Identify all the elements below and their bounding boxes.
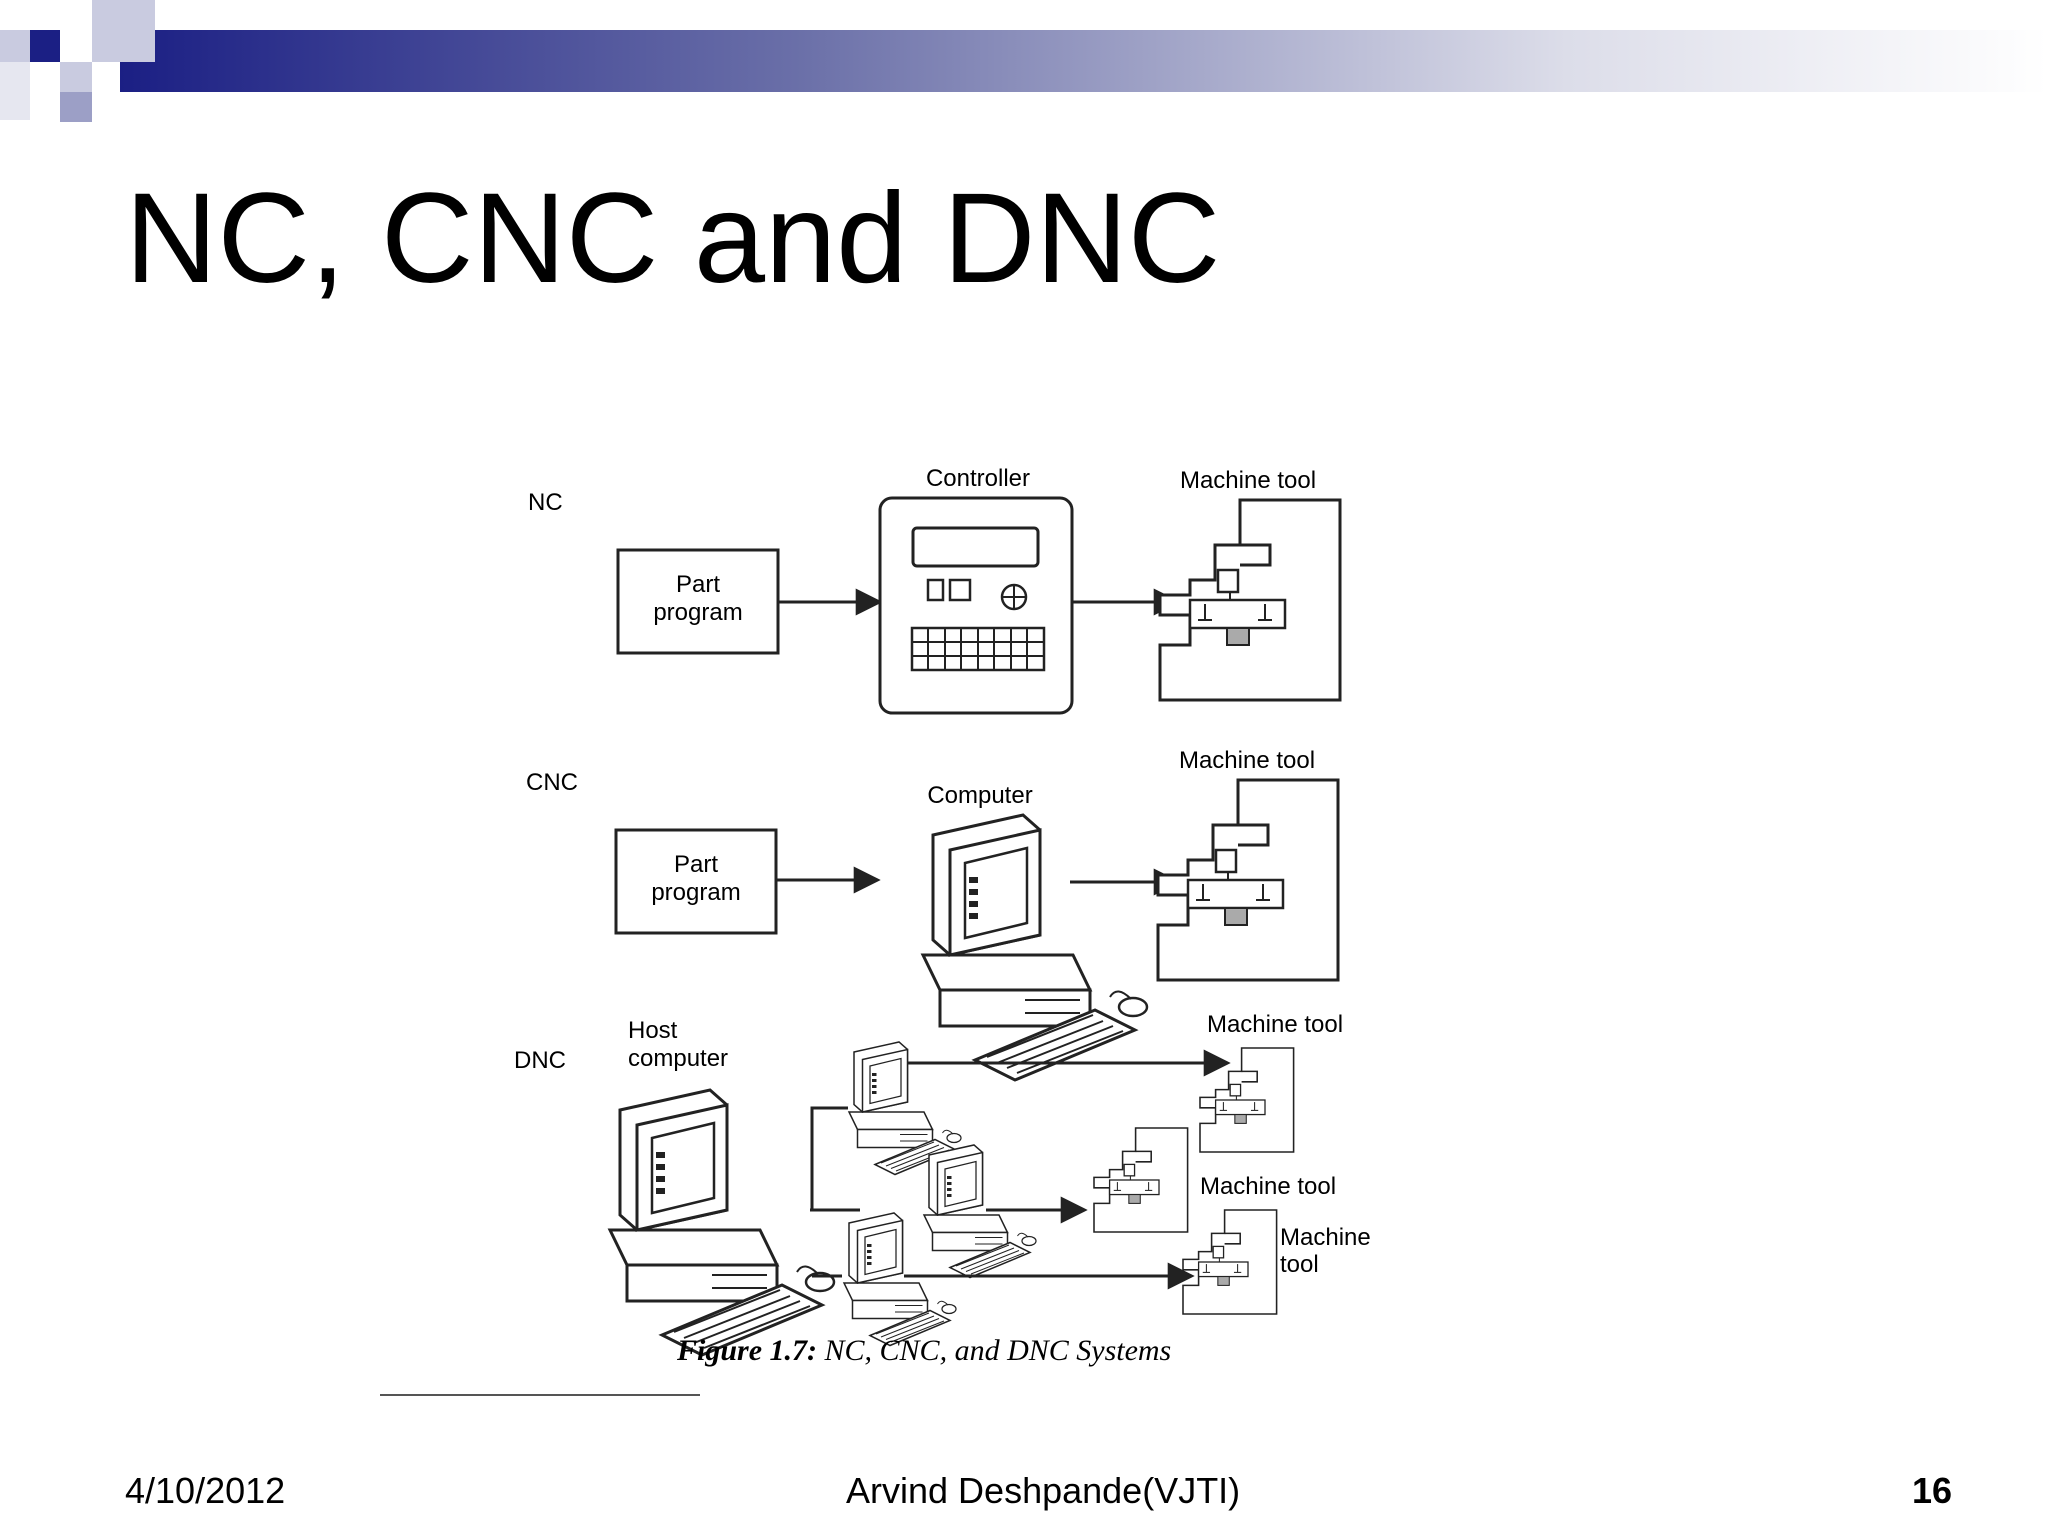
footer-author: Arvind Deshpande(VJTI) xyxy=(846,1470,1241,1511)
nc-part-program-box xyxy=(616,548,780,655)
cnc-machine-tool-icon xyxy=(1156,778,1340,982)
dnc-network-lines xyxy=(810,1106,860,1278)
nc-cnc-dnc-figure: NC Part program Controller Machine tool … xyxy=(340,410,1620,1410)
cnc-computer-label: Computer xyxy=(927,782,1032,809)
dnc-host-line2: computer xyxy=(628,1045,728,1072)
nc-part-program-line2: program xyxy=(653,599,742,626)
dnc-machine-tool-2-label: Machine tool xyxy=(1200,1173,1336,1200)
cnc-computer-icon xyxy=(921,813,1149,1082)
figure-caption-text: NC, CNC, and DNC Systems xyxy=(817,1334,1171,1367)
slide-title: NC, CNC and DNC xyxy=(125,167,1221,310)
figure-caption: Figure 1.7: NC, CNC, and DNC Systems xyxy=(676,1334,1171,1367)
cnc-part-program-line2: program xyxy=(651,879,740,906)
footer-date: 4/10/2012 xyxy=(125,1470,286,1511)
nc-label: NC xyxy=(528,489,563,516)
controller-icon xyxy=(878,496,1074,715)
dnc-machine-tool-3-icon xyxy=(1182,1209,1278,1315)
cnc-machine-tool-label: Machine tool xyxy=(1179,747,1315,774)
nc-part-program-line1: Part xyxy=(676,571,720,598)
nc-machine-tool-label: Machine tool xyxy=(1180,467,1316,494)
systems-diagram: NC Part program Controller Machine tool … xyxy=(380,465,1371,1396)
dnc-machine-tool-1-label: Machine tool xyxy=(1207,1011,1343,1038)
page-number: 16 xyxy=(1911,1470,1952,1511)
dnc-label: DNC xyxy=(514,1047,566,1074)
cnc-part-program-line1: Part xyxy=(674,851,718,878)
dnc-machine-tool-3-line1: Machine xyxy=(1280,1224,1371,1251)
dnc-host-line1: Host xyxy=(628,1017,678,1044)
figure-caption-number: Figure 1.7: xyxy=(676,1334,817,1367)
dnc-machine-tool-3-line2: tool xyxy=(1280,1251,1319,1278)
dnc-machine-tool-2-icon xyxy=(1093,1127,1189,1233)
cnc-part-program-box xyxy=(614,828,778,935)
cnc-label: CNC xyxy=(526,769,578,796)
header-banner xyxy=(0,0,2048,122)
dnc-host-computer-icon xyxy=(608,1088,836,1357)
nc-controller-label: Controller xyxy=(926,465,1030,492)
nc-machine-tool-icon xyxy=(1158,498,1342,702)
